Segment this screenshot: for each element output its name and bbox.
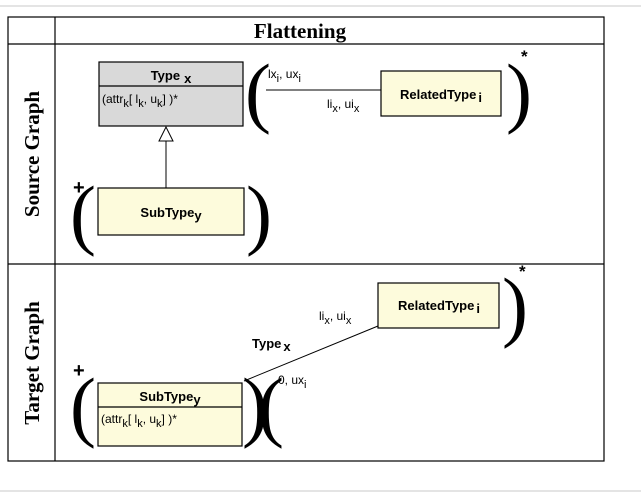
source-assoc-end-top: lxi, uxi: [268, 67, 301, 85]
target-subtype-name: SubTypey: [139, 389, 201, 407]
source-assoc-close-paren: ): [506, 48, 532, 135]
source-subtype-close-paren: ): [246, 170, 272, 257]
source-subtype-plus: +: [73, 177, 85, 199]
target-subtype-attrs: (attrk[ lk, uk] )*: [101, 412, 177, 430]
source-inheritance-arrowhead: [158, 125, 174, 142]
row-label-target-graph: Target Graph: [20, 301, 44, 425]
source-subtype-name: SubTypey: [140, 205, 202, 223]
source-assoc-open-paren: (: [245, 48, 271, 135]
source-subtype-class: SubTypey: [97, 187, 245, 236]
target-related-close-paren: ): [502, 262, 528, 349]
target-subtype-close-paren: ): [242, 362, 268, 449]
target-association-line: [243, 325, 379, 382]
target-assoc-end-bottom: 0, uxi: [278, 373, 306, 391]
row-label-source-graph: Source Graph: [20, 91, 44, 218]
target-assoc-end-top: lix, uix: [319, 309, 352, 327]
source-type-x-attrs: (attrk[ lk, uk] )*: [102, 92, 178, 110]
target-subtype-class: SubTypey (attrk[ lk, uk] )*: [97, 382, 243, 447]
target-assoc-open-paren: (: [258, 362, 284, 449]
source-assoc-end-bottom: lix, uix: [327, 97, 360, 115]
target-subtype-open-paren: (: [70, 362, 96, 449]
source-subtype-open-paren: (: [70, 170, 96, 257]
target-assoc-star: *: [519, 262, 526, 281]
table-frame: [7, 16, 605, 462]
table-header: Flattening: [254, 19, 347, 43]
source-assoc-star: *: [521, 47, 528, 66]
target-subtype-plus: +: [73, 360, 85, 382]
